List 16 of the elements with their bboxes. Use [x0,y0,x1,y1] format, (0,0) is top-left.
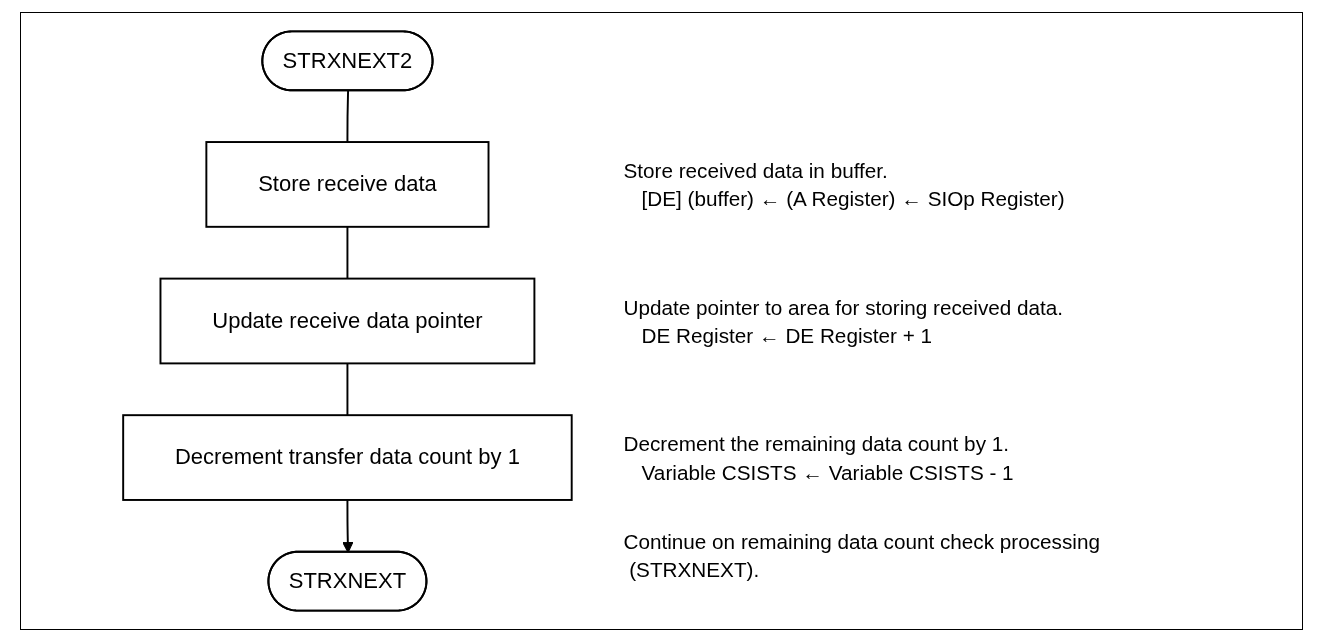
annotation-text: DE Register ← DE Register + 1 [641,324,932,347]
node-label: Decrement transfer data count by 1 [174,443,520,472]
connector-line [345,362,348,417]
node-label: STRXNEXT [288,567,406,596]
annotation-text: Decrement the remaining data count by 1. [623,432,1009,456]
annotation-text: Store received data in buffer. [623,158,888,182]
node-label: Update receive data pointer [211,307,483,335]
annotation-text: Variable CSISTS ← Variable CSISTS - 1 [641,460,1014,484]
node-label: STRXNEXT2 [282,47,412,75]
connector-line [341,499,354,553]
node-label: Store receive data [257,170,437,199]
connector-line [345,89,349,143]
annotation-text: [DE] (buffer) ← (A Register) ← SIOp Register) [641,187,1065,211]
note-text: Continue on remaining data count check processing (STRXNEXT). [623,529,1100,582]
connector-line [345,225,348,280]
annotation-text: Update pointer to area for storing received data. [623,295,1063,319]
